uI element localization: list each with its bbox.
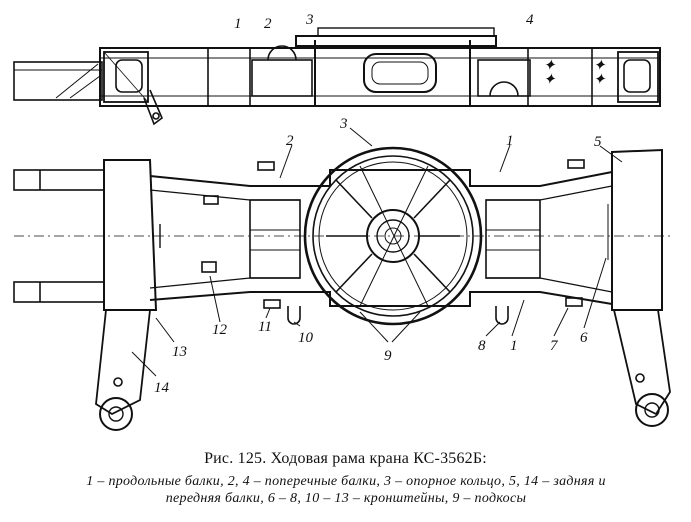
side-view: ✦ ✦ ✦ ✦	[13, 27, 661, 126]
label-plan-7: 7	[550, 338, 559, 354]
label-plan-10: 10	[298, 330, 314, 346]
caption-legend-line-2: передняя балки, 6 – 8, 10 – 13 – кронште…	[165, 491, 527, 506]
label-plan-6: 6	[580, 330, 588, 346]
caption-title: Рис. 125. Ходовая рама крана КС-3562Б:	[204, 450, 487, 467]
label-plan-14: 14	[154, 380, 170, 396]
label-plan-1: 1	[506, 133, 514, 149]
label-plan-1b: 1	[510, 338, 518, 354]
svg-text:✦: ✦	[593, 72, 607, 88]
label-top-3: 3	[305, 12, 314, 28]
svg-text:✦: ✦	[543, 72, 557, 88]
svg-text:✦: ✦	[593, 58, 607, 74]
label-plan-9: 9	[384, 348, 392, 364]
label-plan-5: 5	[594, 134, 602, 150]
caption-legend: 1 – продольные балки, 2, 4 – поперечные …	[6, 473, 686, 507]
label-plan-2: 2	[286, 133, 294, 149]
plan-view	[13, 127, 671, 431]
caption-legend-line-1: 1 – продольные балки, 2, 4 – поперечные …	[86, 474, 606, 489]
label-plan-12: 12	[212, 322, 228, 338]
label-plan-13: 13	[172, 344, 187, 360]
part-labels: 1 2 3 4 3 2 1 5 12 11 10 9 8 1 7 6 13 14	[154, 12, 602, 396]
svg-text:✦: ✦	[543, 58, 557, 74]
label-top-4: 4	[526, 12, 534, 28]
label-plan-11: 11	[258, 319, 272, 335]
label-top-2: 2	[264, 16, 272, 32]
label-plan-3: 3	[339, 116, 348, 132]
label-plan-8: 8	[478, 338, 486, 354]
label-top-1: 1	[234, 16, 242, 32]
crane-frame-drawing: ✦ ✦ ✦ ✦	[13, 12, 671, 431]
